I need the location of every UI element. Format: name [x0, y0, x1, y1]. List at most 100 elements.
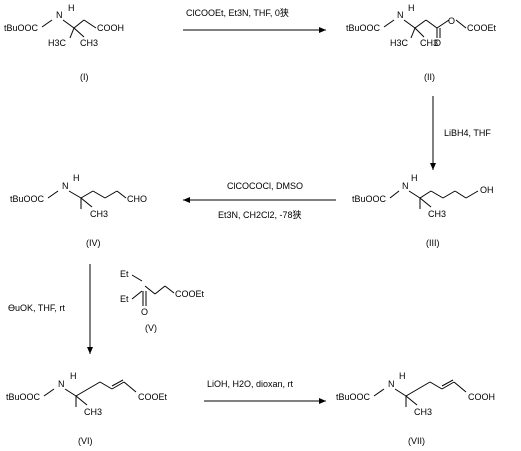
methyl-right: CH3 — [420, 38, 438, 48]
bond — [417, 381, 431, 390]
methyl: CH3 — [428, 209, 446, 219]
amine-n: N — [58, 379, 65, 389]
bond — [429, 381, 443, 390]
bond — [92, 190, 106, 199]
compound-iii: tBuOOC N H OH CH3 (III) — [352, 173, 494, 248]
bond — [80, 190, 94, 199]
bond — [131, 274, 143, 282]
ethyl-2: Et — [120, 294, 129, 304]
amine-n: N — [62, 181, 69, 191]
bond — [425, 19, 438, 29]
bond — [403, 19, 416, 29]
bond — [441, 379, 454, 387]
amine-n: N — [56, 10, 63, 20]
bond — [99, 381, 113, 390]
boc-group: tBuOOC — [10, 194, 45, 204]
carboxyl-group: COOH — [468, 392, 495, 402]
bond — [62, 19, 75, 29]
boc-group: tBuOOC — [352, 194, 387, 204]
bond — [41, 19, 53, 28]
amine-n: N — [388, 379, 395, 389]
compound-label: (VI) — [78, 436, 93, 446]
bond — [116, 190, 127, 199]
compound-v: Et Et O O P COOEt O (V) — [120, 269, 205, 333]
bond — [436, 19, 450, 29]
bond — [389, 190, 400, 199]
reaction-step-5: LiOH, H2O, dioxan, rt — [204, 379, 326, 404]
methyl: CH3 — [414, 407, 432, 417]
reaction-step-4: ƟuOK, THF, rt — [8, 264, 93, 354]
bond — [43, 388, 55, 397]
bond — [144, 285, 156, 295]
boc-group: tBuOOC — [346, 23, 381, 33]
bond — [64, 388, 77, 397]
bond — [419, 197, 432, 208]
aldehyde: CHO — [127, 194, 147, 204]
bond — [87, 381, 101, 390]
bond — [73, 19, 85, 29]
amine-h: H — [399, 371, 406, 381]
bond — [69, 27, 75, 39]
bond — [465, 190, 479, 199]
methyl: CH3 — [90, 209, 108, 219]
amine-h: H — [408, 3, 415, 13]
amine-n: N — [397, 10, 404, 20]
bond — [442, 190, 456, 199]
carbonyl-oxygen: O — [434, 38, 441, 48]
bond — [453, 381, 467, 393]
compound-label: (V) — [145, 323, 157, 333]
bond — [68, 190, 82, 199]
ethoxycarbonyl: COOEt — [138, 392, 168, 402]
reaction-step-3: ClCOCOCl, DMSO Et3N, CH2Cl2, -78狭 — [183, 181, 336, 220]
methyl-left: H3C — [48, 38, 67, 48]
bond — [414, 27, 425, 38]
bond — [75, 388, 89, 397]
boc-group: tBuOOC — [336, 392, 371, 402]
bond — [47, 190, 59, 199]
compound-iv: tBuOOC N H CHO CH3 (IV) — [10, 173, 147, 248]
bridge-oxygen: O — [448, 16, 455, 26]
bond — [154, 285, 166, 295]
bond — [455, 19, 467, 29]
bond — [123, 381, 137, 393]
carboxyl-group: COOH — [97, 23, 124, 33]
bond — [430, 190, 444, 199]
reagent-text: LiBH4, THF — [444, 128, 491, 138]
bond — [164, 285, 175, 294]
ethoxycarbonyl: COOEt — [175, 289, 205, 299]
ethyl-1: Et — [120, 269, 129, 279]
amine-n: N — [402, 181, 409, 191]
reagent-text-bottom: Et3N, CH2Cl2, -78狭 — [218, 209, 302, 220]
compound-label: (VII) — [408, 436, 425, 446]
reagent-text: ƟuOK, THF, rt — [8, 303, 65, 313]
bond — [73, 27, 85, 38]
compound-label: (II) — [424, 72, 435, 82]
compound-vi: tBuOOC N H COOEt CH3 (VI) — [6, 371, 168, 446]
phosphoryl-oxygen: O — [141, 307, 148, 317]
bond — [410, 27, 416, 39]
bond — [104, 190, 118, 199]
compound-vii: tBuOOC N H COOH CH3 (VII) — [336, 371, 495, 446]
reagent-text: LiOH, H2O, dioxan, rt — [207, 379, 294, 389]
bond — [131, 290, 143, 300]
reagent-text-top: ClCOCOCl, DMSO — [227, 181, 303, 191]
amine-h: H — [411, 173, 418, 183]
amine-h: H — [73, 173, 80, 183]
bond — [373, 388, 385, 397]
amine-h: H — [70, 371, 77, 381]
boc-group: tBuOOC — [4, 23, 39, 33]
methyl: CH3 — [84, 407, 102, 417]
compound-label: (IV) — [86, 238, 101, 248]
reagent-text: ClCOOEt, Et3N, THF, 0狭 — [186, 7, 289, 18]
bond — [83, 19, 97, 29]
bond — [414, 19, 427, 29]
methyl-left: H3C — [390, 38, 409, 48]
boc-group: tBuOOC — [6, 392, 41, 402]
bond — [408, 190, 421, 199]
amine-h: H — [68, 3, 75, 13]
bond — [419, 190, 432, 199]
bond — [111, 381, 125, 390]
bond — [441, 381, 455, 390]
bond — [405, 395, 418, 406]
